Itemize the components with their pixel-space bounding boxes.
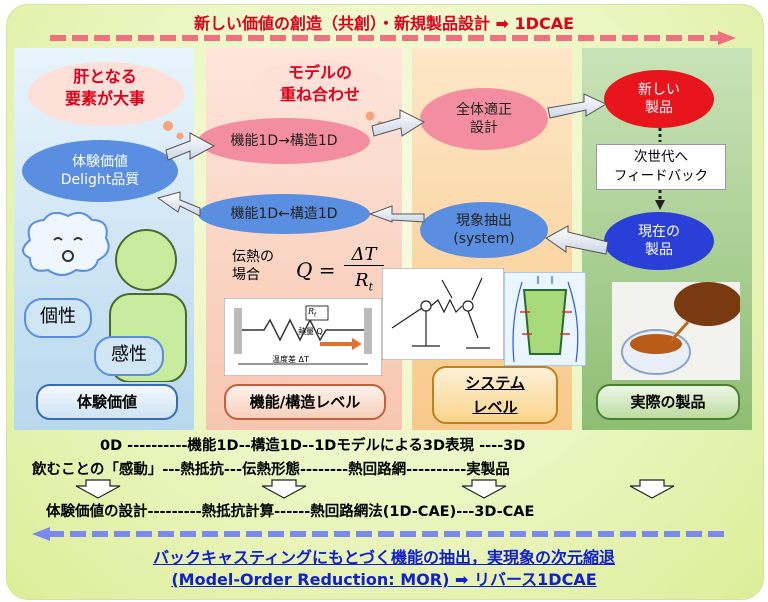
label-experience-value: 体験価値 bbox=[36, 384, 178, 420]
tag-individuality: 個性 bbox=[24, 298, 92, 338]
bottom-line-1: バックキャスティングにもとづく機能の抽出，実現象の次元縮退 bbox=[152, 548, 616, 567]
temperature-diff-label: 温度差 ΔT bbox=[272, 355, 309, 364]
thermal-network-diagram bbox=[382, 268, 504, 360]
thought-bubble-left bbox=[28, 62, 191, 147]
bubble-model-overlay: モデルの 重ね合わせ bbox=[279, 63, 360, 104]
node-current-product: 現在の 製品 bbox=[604, 212, 714, 270]
resistor-label-main: R bbox=[308, 307, 315, 316]
row-heat-concepts: 飲むことの「感動」---熱抵抗---伝熱形態--------熱回路網------… bbox=[32, 462, 510, 478]
formula-denominator-sub: t bbox=[368, 280, 373, 294]
page-title: 新しい価値の創造（共創）・新規製品設計 ➡ 1DCAE bbox=[193, 14, 575, 33]
node-new-product: 新しい 製品 bbox=[604, 70, 714, 128]
resistor-label-sub: t bbox=[314, 311, 317, 319]
feedback-connectors bbox=[655, 128, 665, 210]
bottom-line-2: (Model-Order Reduction: MOR) ➡ リバース1DCAE bbox=[171, 570, 597, 589]
cup-flow-diagram bbox=[504, 272, 586, 366]
node-func-struct-back: 機能1D←構造1D bbox=[198, 194, 370, 234]
row-down-arrows bbox=[75, 479, 675, 499]
label-function-structure: 機能/構造レベル bbox=[224, 384, 386, 420]
tea-cup-photo bbox=[612, 282, 740, 380]
formula-numerator: ΔT bbox=[344, 244, 384, 266]
resistor-label: Rt bbox=[308, 307, 316, 319]
label-system-level: システム レベル bbox=[432, 366, 558, 424]
node-global-optimization: 全体適正 設計 bbox=[420, 88, 548, 150]
heat-flow-label: 熱量 Q bbox=[298, 327, 323, 336]
row-design-methods: 体験価値の設計---------熱抵抗計算------熱回路網法(1D-CAE)… bbox=[46, 504, 535, 520]
formula-denominator: Rt bbox=[344, 270, 384, 294]
forward-dashed-arrow bbox=[50, 31, 736, 45]
formula-denominator-main: R bbox=[355, 270, 369, 291]
heat-case-label: 伝熱の 場合 bbox=[232, 249, 274, 283]
backward-dashed-arrow bbox=[32, 527, 730, 541]
row-dimension: 0D ----------機能1D--構造1D--1Dモデルによる3D表現 --… bbox=[100, 438, 526, 454]
thermal-resistor-diagram bbox=[224, 298, 382, 376]
label-actual-product: 実際の製品 bbox=[596, 384, 740, 420]
tag-sensibility: 感性 bbox=[94, 336, 164, 376]
feedback-box: 次世代へ フィードバック bbox=[596, 144, 726, 190]
node-experience-value: 体験価値 Delight品質 bbox=[22, 140, 178, 202]
formula-lhs: Q = bbox=[296, 258, 336, 282]
node-func-struct-forward: 機能1D→構造1D bbox=[198, 118, 370, 164]
bubble-key-elements: 肝となる 要素が大事 bbox=[64, 67, 145, 108]
node-phenomena-extraction: 現象抽出 (system) bbox=[420, 202, 548, 258]
